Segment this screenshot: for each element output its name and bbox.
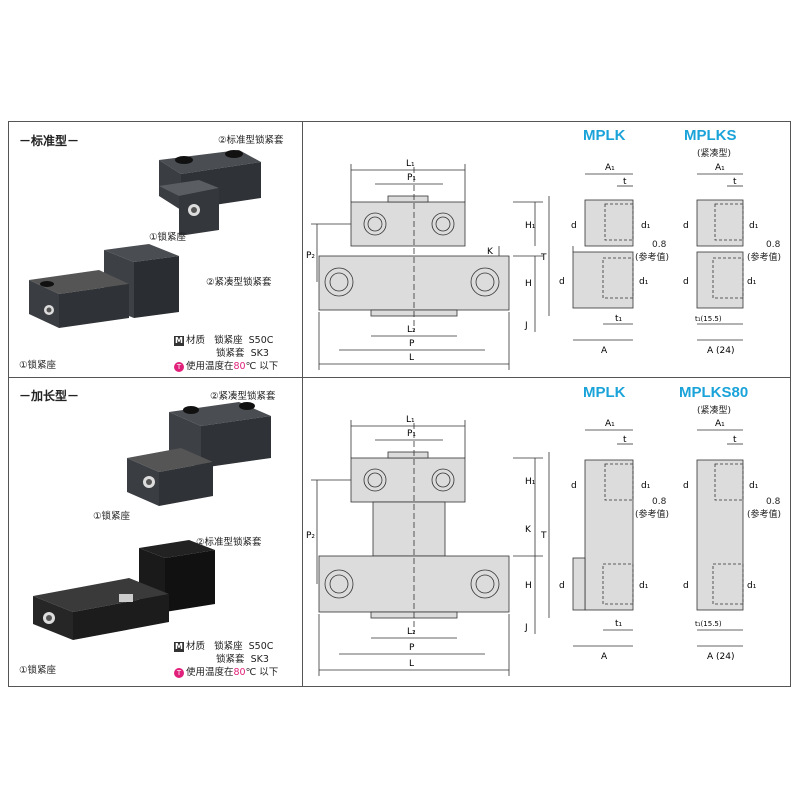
dim-label-L2: L₂ bbox=[407, 627, 416, 637]
photo-label: ②标准型锁紧套 bbox=[196, 537, 262, 548]
dim-label-d1: d₁ bbox=[641, 481, 651, 491]
dim-label-H1: H₁ bbox=[525, 221, 536, 231]
dim-label-d1: d₁ bbox=[641, 221, 651, 231]
gap-reference: (参考值) bbox=[747, 253, 782, 263]
dim-label-L1: L₁ bbox=[406, 415, 415, 425]
dim-label-d: d bbox=[559, 581, 565, 591]
model-name: MPLK bbox=[583, 384, 626, 401]
temperature-icon: T bbox=[174, 668, 184, 678]
dim-label-t1-155: t₁(15.5) bbox=[695, 620, 722, 628]
dim-label-d: d bbox=[571, 481, 577, 491]
dim-label-A1: A₁ bbox=[605, 419, 615, 429]
model-name: MPLKS80 bbox=[679, 384, 749, 401]
dim-label-d1: d₁ bbox=[749, 221, 759, 231]
drawing-standard-assembly: L₁ P₁ P₂ L₂ P L H₁ H K T J bbox=[306, 159, 550, 370]
dim-label-A: A bbox=[601, 346, 608, 356]
dim-label-d1: d₁ bbox=[747, 277, 757, 287]
dim-label-A24: A (24) bbox=[707, 652, 735, 662]
column-divider bbox=[302, 122, 303, 686]
photo-standard-lock-sleeve bbox=[33, 540, 215, 640]
dim-label-K: K bbox=[487, 247, 494, 257]
dim-label-A1: A₁ bbox=[715, 419, 725, 429]
photo-label: ①锁紧座 bbox=[93, 511, 131, 522]
temperature-icon: T bbox=[174, 362, 184, 372]
gap-value: 0.8 bbox=[766, 240, 781, 250]
dim-label-t: t bbox=[733, 435, 737, 445]
gap-reference: (参考值) bbox=[747, 510, 782, 520]
dim-label-d1: d₁ bbox=[639, 581, 649, 591]
model-subtitle: (紧凑型) bbox=[697, 149, 732, 159]
photo-label: ①锁紧座 bbox=[19, 360, 57, 371]
photo-label: ②标准型锁紧套 bbox=[218, 135, 284, 146]
photo-label: ①锁紧座 bbox=[149, 232, 187, 243]
drawing-side-view-mplks: A₁ t d d₁ d d₁ t₁(15.5) A (24) bbox=[683, 163, 759, 356]
dim-label-d: d bbox=[683, 221, 689, 231]
dim-label-t1: t₁ bbox=[615, 314, 623, 324]
section-title-standard: －标准型－ bbox=[19, 134, 80, 148]
photo-compact-lock-sleeve bbox=[127, 402, 271, 506]
dim-label-d1: d₁ bbox=[639, 277, 649, 287]
dim-label-L2: L₂ bbox=[407, 325, 416, 335]
gap-reference: (参考值) bbox=[635, 253, 670, 263]
dim-label-L1: L₁ bbox=[406, 159, 415, 169]
dim-label-P2: P₂ bbox=[306, 531, 315, 541]
dim-label-J: J bbox=[524, 623, 528, 633]
dim-label-d: d bbox=[683, 277, 689, 287]
dim-label-L: L bbox=[409, 353, 414, 363]
dim-label-L: L bbox=[409, 659, 414, 669]
dim-label-d: d bbox=[683, 581, 689, 591]
dim-label-P1: P₁ bbox=[407, 429, 416, 439]
drawing-side-view-mplk: A₁ t d d₁ d d₁ t₁ A bbox=[559, 163, 651, 356]
model-name: MPLK bbox=[583, 127, 626, 144]
dim-label-d1: d₁ bbox=[747, 581, 757, 591]
gap-value: 0.8 bbox=[652, 497, 667, 507]
dim-label-t: t bbox=[623, 435, 627, 445]
dim-label-A24: A (24) bbox=[707, 346, 735, 356]
gap-value: 0.8 bbox=[766, 497, 781, 507]
section-title-extended: －加长型－ bbox=[19, 389, 80, 403]
model-subtitle: (紧凑型) bbox=[697, 406, 732, 416]
dim-label-T: T bbox=[540, 531, 547, 541]
dim-label-d: d bbox=[571, 221, 577, 231]
dim-label-P1: P₁ bbox=[407, 173, 416, 183]
gap-reference: (参考值) bbox=[635, 510, 670, 520]
section-divider bbox=[9, 377, 790, 378]
dim-label-K: K bbox=[525, 525, 532, 535]
photo-compact-lock-sleeve bbox=[29, 244, 179, 328]
dim-label-A1: A₁ bbox=[715, 163, 725, 173]
dim-label-H1: H₁ bbox=[525, 477, 536, 487]
dim-label-t: t bbox=[623, 177, 627, 187]
dim-label-P: P bbox=[409, 643, 415, 653]
photo-label: ①锁紧座 bbox=[19, 665, 57, 676]
dim-label-d1: d₁ bbox=[749, 481, 759, 491]
dim-label-A: A bbox=[601, 652, 608, 662]
photo-label: ②紧凑型锁紧套 bbox=[206, 277, 272, 288]
gap-value: 0.8 bbox=[652, 240, 667, 250]
drawing-extended-assembly: L₁ P₁ P₂ L₂ P L H₁ K H T J bbox=[306, 415, 550, 676]
model-name: MPLKS bbox=[684, 127, 737, 144]
dim-label-t: t bbox=[733, 177, 737, 187]
dim-label-d: d bbox=[559, 277, 565, 287]
dim-label-T: T bbox=[540, 253, 547, 263]
drawing-side-view-mplks80: A₁ t d d₁ d d₁ t₁(15.5) A (24) bbox=[683, 419, 759, 662]
dim-label-t1-155: t₁(15.5) bbox=[695, 315, 722, 323]
dim-label-P2: P₂ bbox=[306, 251, 315, 261]
dim-label-H: H bbox=[525, 581, 532, 591]
photo-standard-lock-sleeve bbox=[159, 150, 261, 235]
dim-label-t1: t₁ bbox=[615, 619, 623, 629]
photo-label: ②紧凑型锁紧套 bbox=[210, 391, 276, 402]
material-icon: M bbox=[174, 336, 184, 346]
dim-label-J: J bbox=[524, 321, 528, 331]
material-icon: M bbox=[174, 642, 184, 652]
dim-label-d: d bbox=[683, 481, 689, 491]
dim-label-A1: A₁ bbox=[605, 163, 615, 173]
dim-label-H: H bbox=[525, 279, 532, 289]
dim-label-P: P bbox=[409, 339, 415, 349]
drawing-side-view-mplk-extended: A₁ t d d₁ d d₁ t₁ A bbox=[559, 419, 651, 662]
